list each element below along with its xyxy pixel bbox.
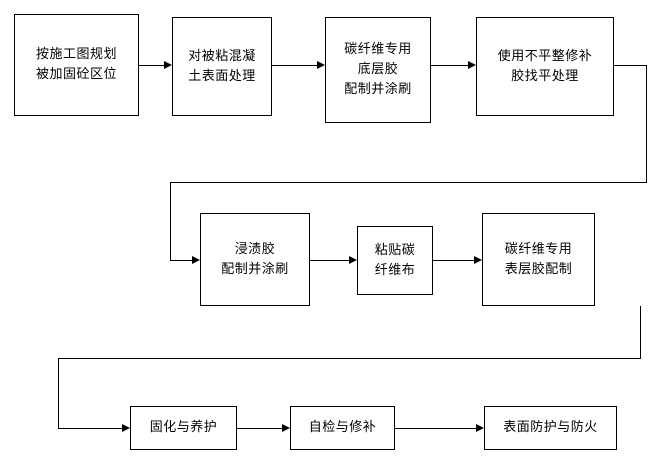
connector-6-7 (433, 260, 474, 261)
process-node-8: 固化与养护 (130, 406, 237, 450)
arrowhead-9-10 (476, 424, 484, 432)
node-text-line: 配制并涂刷 (221, 261, 289, 277)
process-node-3: 碳纤维专用 底层胶 配制并涂刷 (325, 17, 431, 123)
node-text-line: 土表面处理 (188, 68, 256, 84)
node-text-line: 配制并涂刷 (344, 82, 412, 97)
node-text-line: 碳纤维专用 (344, 42, 412, 57)
process-node-1: 按施工图规划 被加固砼区位 (14, 14, 139, 116)
connector-8-9 (237, 428, 282, 429)
connector-7-8-seg3 (58, 358, 641, 359)
process-node-7: 碳纤维专用 表层胶配制 (482, 213, 595, 306)
connector-2-3 (272, 65, 317, 66)
process-node-4: 使用不平整修补 胶找平处理 (476, 17, 614, 116)
node-text-line: 被加固砼区位 (35, 67, 117, 82)
process-node-10: 表面防护与防火 (484, 406, 617, 450)
connector-7-8-seg4 (58, 358, 59, 428)
process-node-5: 浸渍胶 配制并涂刷 (200, 213, 310, 306)
arrowhead-8-9 (282, 424, 290, 432)
connector-7-8-seg5 (58, 428, 122, 429)
node-text-line: 纤维布 (374, 262, 416, 278)
process-node-2: 对被粘混凝 土表面处理 (172, 17, 272, 116)
node-text-line: 按施工图规划 (35, 47, 117, 62)
connector-3-4 (431, 65, 468, 66)
node-text-line: 自检与修补 (308, 420, 377, 435)
connector-4-5-seg3 (170, 182, 647, 183)
node-text-line: 使用不平整修补 (497, 48, 593, 64)
arrowhead-1-2 (164, 61, 172, 69)
node-text-line: 表层胶配制 (504, 261, 573, 277)
connector-4-5-seg5 (170, 260, 192, 261)
process-node-6: 粘贴碳 纤维布 (357, 226, 433, 295)
arrowhead-7-8 (122, 424, 130, 432)
node-text-line: 表面防护与防火 (503, 420, 598, 435)
connector-9-10 (395, 428, 476, 429)
connector-1-2 (139, 65, 164, 66)
connector-5-6 (310, 260, 349, 261)
node-text-line: 碳纤维专用 (504, 241, 573, 257)
connector-4-5-seg4 (170, 182, 171, 260)
connector-4-5-seg1 (614, 65, 646, 66)
node-text-line: 粘贴碳 (374, 242, 416, 258)
connector-7-exit (640, 306, 641, 307)
arrowhead-6-7 (474, 256, 482, 264)
node-text-line: 固化与养护 (149, 420, 218, 435)
arrowhead-3-4 (468, 61, 476, 69)
node-text-line: 浸渍胶 (234, 241, 276, 257)
connector-4-5-seg2 (646, 65, 647, 182)
arrowhead-5-6 (349, 256, 357, 264)
arrowhead-4-5 (192, 256, 200, 264)
node-text-line: 底层胶 (357, 62, 399, 77)
arrowhead-2-3 (317, 61, 325, 69)
node-text-line: 胶找平处理 (511, 68, 579, 84)
node-text-line: 对被粘混凝 (188, 48, 256, 64)
connector-7-8-seg1 (640, 306, 641, 358)
process-node-9: 自检与修补 (290, 406, 395, 450)
